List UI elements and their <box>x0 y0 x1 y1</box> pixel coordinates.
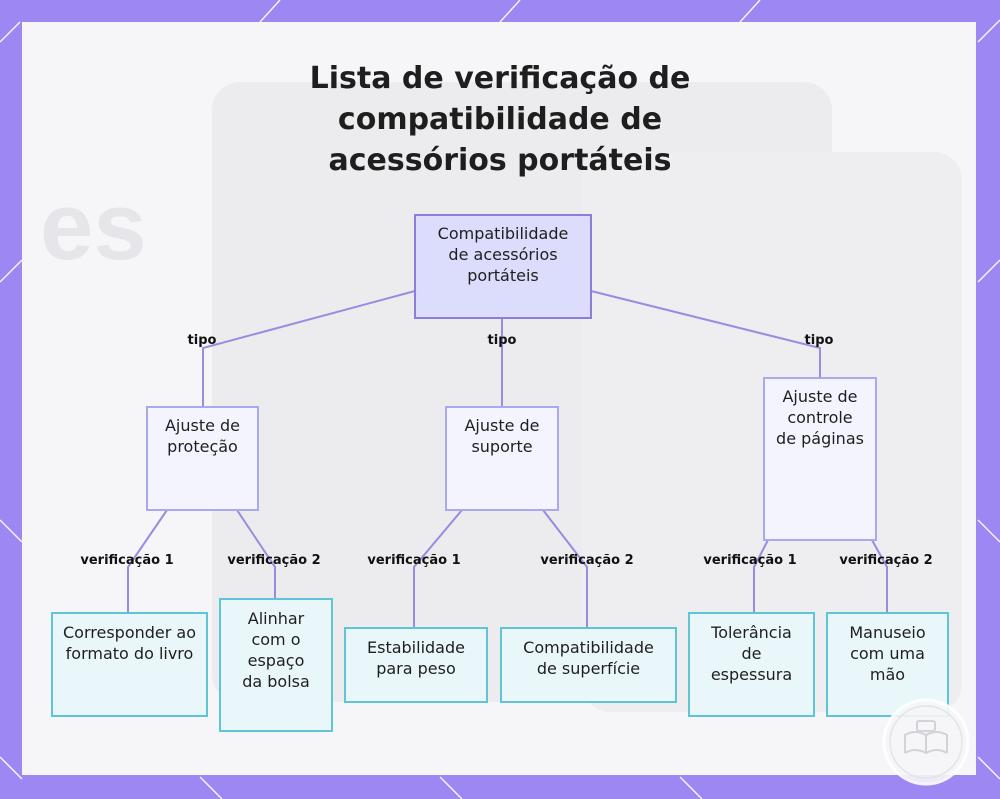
edge-label-check2: verificação 2 <box>839 553 933 568</box>
edge-label-check2: verificação 2 <box>227 553 321 568</box>
root-node: Compatibilidade de acessórios portáteis <box>414 214 592 319</box>
edge-protecao-leaf1 <box>127 509 168 612</box>
leaf-node: Compatibilidade de superfície <box>500 627 677 703</box>
diagram-title: Lista de verificação de compatibilidade … <box>309 61 691 178</box>
open-book-icon <box>882 698 970 786</box>
leaf-label: Tolerância de espessura <box>710 623 793 684</box>
category-node-controle: Ajuste de controle de páginas <box>763 377 877 541</box>
leaf-node: Alinhar com o espaço da bolsa <box>219 598 333 732</box>
edge-root-protecao <box>202 290 416 406</box>
edge-label-tipo: tipo <box>487 333 517 348</box>
edge-controle-leaf2 <box>871 539 888 612</box>
category-node-protecao: Ajuste de proteção <box>146 406 259 511</box>
category-label: Ajuste de proteção <box>164 416 241 456</box>
category-label: Ajuste de controle de páginas <box>776 387 864 448</box>
leaf-label: Compatibilidade de superfície <box>523 638 654 678</box>
edge-protecao-leaf2 <box>236 509 276 598</box>
edge-suporte-leaf2 <box>542 509 588 627</box>
leaf-label: Estabilidade para peso <box>367 638 465 678</box>
category-node-suporte: Ajuste de suporte <box>445 406 559 511</box>
edge-label-tipo: tipo <box>804 333 834 348</box>
leaf-node: Estabilidade para peso <box>344 627 488 703</box>
edge-label-check1: verificação 1 <box>367 553 461 568</box>
category-label: Ajuste de suporte <box>464 416 540 456</box>
leaf-label: Manuseio com uma mão <box>849 623 926 684</box>
leaf-label: Corresponder ao formato do livro <box>63 623 197 663</box>
edge-controle-leaf1 <box>753 539 769 612</box>
edge-label-check1: verificação 1 <box>80 553 174 568</box>
edge-suporte-leaf1 <box>413 509 463 627</box>
edge-label-check2: verificação 2 <box>540 553 634 568</box>
root-node-label: Compatibilidade de acessórios portáteis <box>437 224 569 285</box>
leaf-label: Alinhar com o espaço da bolsa <box>242 609 310 691</box>
leaf-node: Corresponder ao formato do livro <box>51 612 208 717</box>
edge-label-check1: verificação 1 <box>703 553 797 568</box>
edge-root-controle <box>590 290 821 377</box>
background-watermark-text: es <box>40 173 147 280</box>
leaf-node: Tolerância de espessura <box>688 612 815 717</box>
edge-label-tipo: tipo <box>187 333 217 348</box>
